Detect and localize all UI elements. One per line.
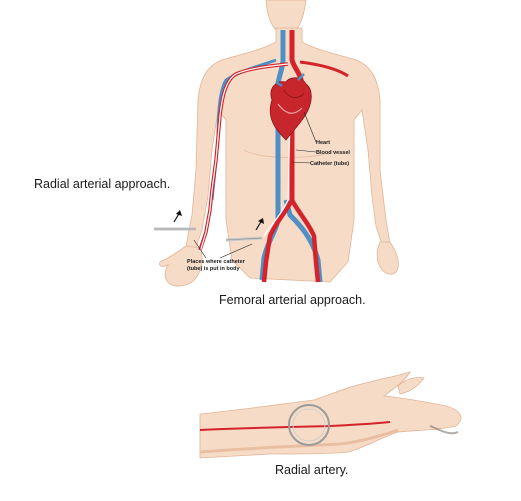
artery-right-leg [289, 198, 321, 283]
radial-approach-label: Radial arterial approach. [34, 177, 171, 191]
left-hand [159, 245, 203, 287]
radial-artery-label: Radial artery. [275, 463, 349, 477]
pulse-circle-icon [288, 404, 330, 446]
catheter-label: Catheter (tube) [310, 161, 350, 167]
heart-label: Heart [316, 140, 331, 146]
heart-graphic [269, 73, 312, 141]
forearm-shade [199, 428, 399, 454]
blood-vessel-label: Blood vessel [316, 150, 350, 156]
leader-lines [193, 111, 317, 259]
torso-body [185, 27, 391, 283]
forearm [199, 371, 462, 459]
artery-left-leg [261, 198, 295, 283]
thumb [397, 377, 425, 395]
femoral-approach-label: Femoral arterial approach. [219, 293, 366, 307]
radial-arrow-icon [173, 210, 182, 223]
places-where-label: Places where catheter (tube) is put in b… [187, 259, 245, 272]
artery-right-arm [299, 60, 349, 78]
fingers-shadow [429, 425, 459, 435]
femoral-arrow-icon [255, 218, 264, 231]
right-hand [376, 241, 399, 275]
torso-figure [154, 0, 399, 287]
radial-artery-line [199, 421, 391, 431]
catheter-radial [199, 63, 289, 253]
femoral-needle [225, 236, 263, 242]
catheter-femoral [263, 103, 293, 237]
forearm-figure [199, 371, 462, 459]
